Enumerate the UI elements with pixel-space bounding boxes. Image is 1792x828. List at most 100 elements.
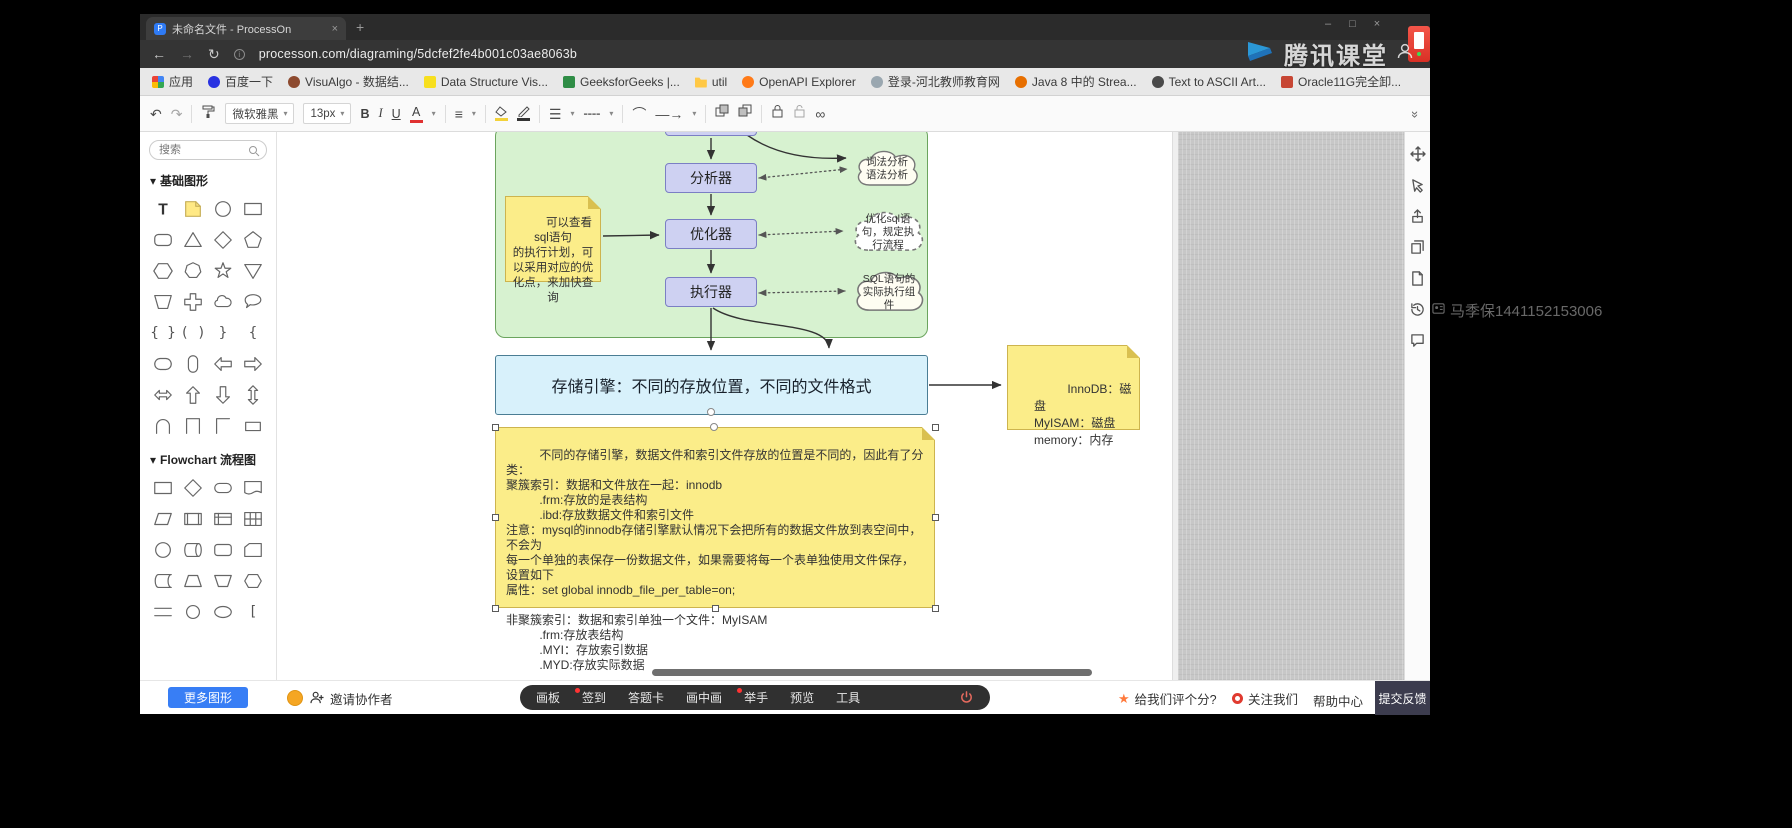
shape-brace-left[interactable]: {	[248, 325, 258, 341]
shape-trapezoid-down[interactable]	[148, 287, 178, 317]
chevron-down-icon[interactable]: ▾	[609, 109, 614, 118]
shape-arrow-right[interactable]	[238, 349, 268, 379]
shape-square-arc[interactable]	[178, 411, 208, 441]
fc-rounded[interactable]	[208, 535, 238, 565]
redo-icon[interactable]: ↷	[170, 105, 183, 122]
line-dash-icon[interactable]: ╌╌	[583, 105, 601, 122]
forward-icon[interactable]: →	[180, 46, 194, 62]
sql-plan-note[interactable]: 可以查看sql语句 的执行计划，可 以采用对应的优 化点，来加快查 询	[505, 196, 601, 304]
curve-connector-cloud[interactable]	[746, 134, 847, 163]
clipped-connector-box[interactable]	[665, 132, 757, 136]
selection-handle[interactable]	[492, 514, 499, 521]
fc-card[interactable]	[238, 535, 268, 565]
tool-tools[interactable]: 工具	[836, 691, 861, 705]
history-icon[interactable]	[1410, 302, 1425, 322]
bookmark-datastructure[interactable]: Data Structure Vis...	[423, 75, 548, 89]
line-width-icon[interactable]: ☰	[548, 105, 562, 122]
tab-close-icon[interactable]: ×	[331, 22, 338, 35]
fc-data[interactable]	[148, 504, 178, 534]
fill-color-button[interactable]	[494, 106, 508, 121]
shape-callout[interactable]	[238, 287, 268, 317]
arrow-executor-storage-2[interactable]	[712, 307, 833, 349]
fc-process[interactable]	[148, 473, 178, 503]
browser-tab[interactable]: P 未命名文件 - ProcessOn ×	[146, 17, 346, 40]
close-icon[interactable]: ×	[1373, 18, 1381, 30]
dotted-analyzer-cloud[interactable]	[758, 166, 848, 181]
move-tool-icon[interactable]	[1409, 146, 1426, 167]
bookmark-ascii-art[interactable]: Text to ASCII Art...	[1151, 75, 1266, 89]
shape-text[interactable]: T	[148, 194, 178, 224]
shape-arrow-up[interactable]	[178, 380, 208, 410]
link-icon[interactable]: ∞	[815, 105, 826, 122]
selection-handle[interactable]	[932, 605, 939, 612]
tool-preview[interactable]: 预览	[790, 691, 815, 705]
bookmark-geeksforgeeks[interactable]: GeeksforGeeks |...	[563, 75, 680, 89]
storage-engine-box[interactable]: 存储引擎：不同的存放位置，不同的文件格式	[495, 355, 928, 415]
shape-rounded-rect-2[interactable]	[148, 349, 178, 379]
selection-handle[interactable]	[492, 605, 499, 612]
bold-button[interactable]: B	[360, 106, 370, 121]
shape-paren-pair[interactable]: ( )	[180, 325, 206, 341]
horizontal-scrollbar[interactable]	[652, 669, 1092, 676]
back-icon[interactable]: ←	[152, 46, 166, 62]
lock-icon[interactable]	[771, 104, 784, 123]
cloud-execute[interactable]: SQL语句的 实际执行组 件	[850, 263, 928, 318]
shape-circle[interactable]	[208, 194, 238, 224]
line-arrow-icon[interactable]: —→	[655, 105, 684, 122]
shape-arrow-left[interactable]	[208, 349, 238, 379]
tool-quiz[interactable]: 答题卡	[628, 691, 665, 705]
fc-bracket[interactable]: [	[248, 604, 258, 620]
fc-circle[interactable]	[178, 597, 208, 627]
more-shapes-button[interactable]: 更多图形	[168, 687, 248, 708]
maximize-icon[interactable]: □	[1349, 18, 1356, 30]
shape-brace-right[interactable]: }	[218, 325, 228, 341]
fc-document[interactable]	[238, 473, 268, 503]
format-painter-icon[interactable]	[201, 104, 216, 124]
tool-checkin[interactable]: 签到	[575, 688, 606, 706]
storage-detail-note[interactable]: 不同的存储引擎，数据文件和索引文件存放的位置是不同的，因此有了分类： 聚簇索引：…	[495, 427, 935, 672]
shape-note[interactable]	[178, 194, 208, 224]
power-icon[interactable]	[959, 690, 974, 705]
chevron-down-icon[interactable]: ▾	[692, 109, 697, 118]
shape-triangle[interactable]	[178, 225, 208, 255]
executor-box[interactable]: 执行器	[665, 277, 757, 307]
engine-types-note[interactable]: InnoDB：磁盘 MyISAM：磁盘 memory：内存	[1007, 345, 1140, 447]
bookmark-oracle[interactable]: Oracle11G完全卸...	[1280, 73, 1401, 90]
cloud-optimize[interactable]: 优化sql语 句，规定执 行流程	[848, 203, 928, 258]
fc-connector[interactable]	[148, 535, 178, 565]
fc-preparation[interactable]	[238, 566, 268, 596]
shape-arrow-up-down[interactable]	[238, 380, 268, 410]
rate-us-button[interactable]: ★给我们评个分?	[1118, 690, 1217, 708]
follow-us-button[interactable]: 关注我们	[1232, 689, 1298, 708]
url-text[interactable]: processon.com/diagraming/5dcfef2fe4b001c…	[258, 47, 578, 61]
shape-rect[interactable]	[238, 194, 268, 224]
shape-arrow-left-right[interactable]	[148, 380, 178, 410]
shape-diamond[interactable]	[208, 225, 238, 255]
browser-side-widget[interactable]	[1408, 26, 1430, 62]
bookmark-java8[interactable]: Java 8 中的 Strea...	[1014, 73, 1137, 90]
help-center-link[interactable]: 帮助中心	[1313, 695, 1364, 709]
search-input[interactable]	[149, 140, 267, 160]
shape-hexagon[interactable]	[148, 256, 178, 286]
fc-ellipse[interactable]	[208, 597, 238, 627]
invite-collaborator-button[interactable]: 邀请协作者	[310, 689, 393, 708]
shape-cloud[interactable]	[208, 287, 238, 317]
shape-arc[interactable]	[148, 411, 178, 441]
export-icon[interactable]	[1410, 209, 1425, 229]
bookmark-openapi[interactable]: OpenAPI Explorer	[742, 75, 856, 89]
fc-table[interactable]	[238, 504, 268, 534]
cloud-lexical[interactable]: 词法分析 语法分析	[852, 143, 922, 192]
fc-stored-data[interactable]	[148, 566, 178, 596]
section-flowchart[interactable]: ▾Flowchart 流程图	[150, 452, 257, 468]
feedback-button[interactable]: 提交反馈	[1375, 681, 1430, 715]
section-basic-shapes[interactable]: ▾基础图形	[150, 173, 209, 189]
fc-decision[interactable]	[178, 473, 208, 503]
font-color-button[interactable]: A	[409, 105, 423, 123]
shape-heptagon[interactable]	[178, 256, 208, 286]
shape-rounded-rect[interactable]	[148, 225, 178, 255]
send-back-icon[interactable]	[738, 104, 752, 123]
bookmark-hebei-edu[interactable]: 登录-河北教师教育网	[870, 73, 1000, 90]
shape-star[interactable]	[208, 256, 238, 286]
shape-small-rect[interactable]	[238, 411, 268, 441]
fc-internal-storage[interactable]	[208, 504, 238, 534]
